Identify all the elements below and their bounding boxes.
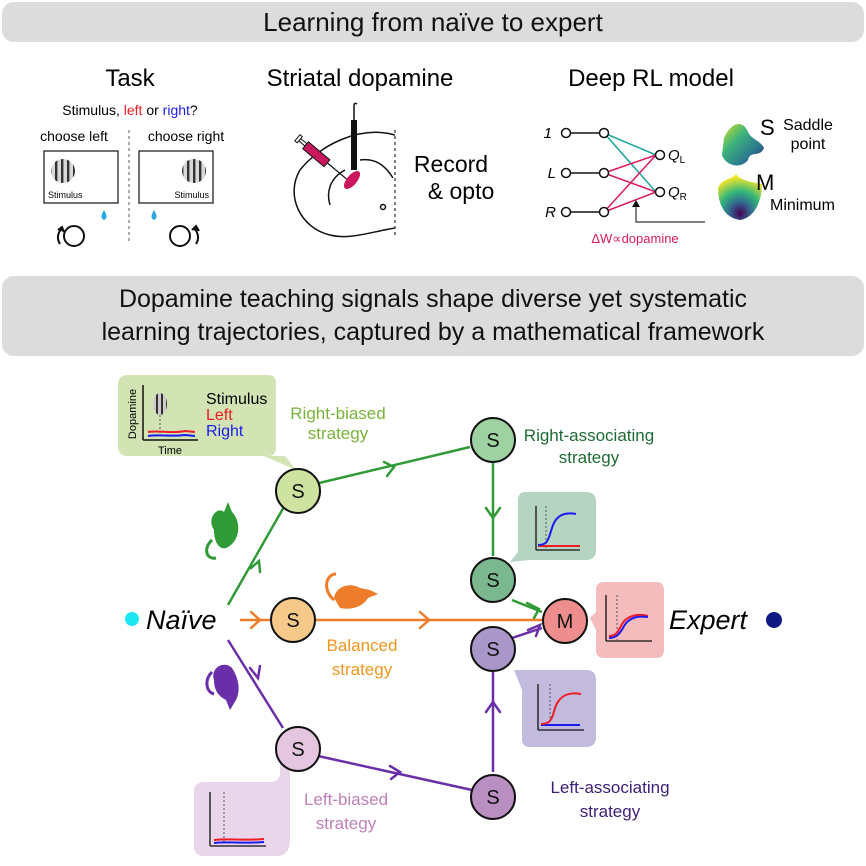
saddle-label-2: point — [791, 136, 826, 153]
grating-stimulus-icon — [182, 159, 206, 183]
subheader-banner: Dopamine teaching signals shape diverse … — [2, 276, 864, 356]
dopamine-panel-title: Striatal dopamine — [267, 65, 454, 92]
stimulus-label: Stimulus — [174, 190, 209, 200]
saddle-surface-icon — [722, 124, 764, 166]
left-associating-label: Left-associating — [550, 778, 669, 797]
right-biased-label-2: strategy — [308, 424, 369, 443]
svg-text:S: S — [291, 739, 304, 761]
time-axis-label: Time — [158, 445, 182, 457]
left-biased-callout — [194, 758, 290, 856]
naive-dot — [125, 612, 139, 626]
choose-right-label: choose right — [148, 128, 224, 144]
rl-model-title: Deep RL model — [568, 65, 734, 92]
node-left-biased: S — [275, 726, 321, 772]
input-node-label: R — [545, 204, 556, 221]
q-right-label: QR — [668, 184, 687, 203]
node-left-associating: S — [470, 774, 516, 820]
node-right-associating: S — [470, 417, 516, 463]
wheel-left-icon — [56, 225, 85, 247]
svg-text:S: S — [486, 787, 499, 809]
update-rule-label: ΔW∝dopamine — [591, 231, 678, 246]
naive-label: Naïve — [146, 605, 217, 635]
left-biased-label-2: strategy — [316, 814, 377, 833]
svg-text:S: S — [286, 610, 299, 632]
right-associating-label-2: strategy — [559, 448, 620, 467]
path-right-assoc-to-minimum — [511, 598, 543, 614]
right-screen: Stimulus — [138, 150, 214, 204]
wheel-right-icon — [169, 224, 200, 247]
minimum-letter: M — [756, 170, 774, 195]
svg-text:S: S — [486, 639, 499, 661]
path-left-biased-to-left-assoc — [317, 754, 473, 792]
saddle-label: Saddle — [783, 117, 833, 134]
balanced-label: Balanced — [327, 636, 398, 655]
balanced-label-2: strategy — [332, 660, 393, 679]
network-diagram: 1 L R QL QR ΔW∝dopamine — [544, 125, 705, 246]
dopamine-axis-label: Dopamine — [127, 389, 139, 439]
legend-right: Right — [206, 423, 244, 440]
water-drop-icon — [101, 210, 107, 220]
input-node-label: L — [548, 165, 556, 182]
svg-text:M: M — [557, 611, 574, 633]
node-left-associating-upper: S — [470, 626, 516, 672]
svg-text:S: S — [486, 570, 499, 592]
header-title: Learning from naïve to expert — [263, 7, 603, 37]
choose-left-label: choose left — [40, 128, 108, 144]
expert-callout — [590, 582, 664, 658]
minimum-label: Minimum — [770, 197, 835, 214]
update-arrow — [635, 205, 705, 223]
grating-stimulus-icon — [51, 159, 75, 183]
trajectory-diagram: Dopamine Time Stimulus Left Right — [118, 375, 782, 856]
path-naive-to-right-biased — [226, 504, 287, 606]
striatum-target — [343, 170, 361, 190]
task-question: Stimulus, left or right? — [62, 102, 198, 118]
left-associating-label-2: strategy — [580, 802, 641, 821]
left-associating-callout — [514, 670, 596, 747]
node-right-associating-lower: S — [470, 557, 516, 603]
brain-slice-icon — [293, 130, 396, 238]
right-associating-label: Right-associating — [524, 426, 654, 445]
opto-label: & opto — [428, 178, 495, 204]
left-biased-label: Left-biased — [304, 790, 388, 809]
q-left-label: QL — [668, 147, 686, 166]
subheader-line-2: learning trajectories, captured by a mat… — [101, 318, 765, 346]
path-naive-to-left-biased — [226, 639, 285, 729]
legend-stimulus: Stimulus — [206, 391, 267, 408]
right-biased-callout: Dopamine Time Stimulus Left Right — [118, 375, 296, 470]
water-drop-icon — [151, 210, 157, 220]
syringe-icon — [294, 134, 348, 181]
electrode-icon — [351, 102, 358, 170]
right-biased-label: Right-biased — [290, 404, 385, 423]
grating-stimulus-icon — [153, 393, 167, 415]
node-minimum: M — [542, 598, 588, 644]
mouse-green-icon — [205, 502, 239, 560]
mouse-purple-icon — [205, 664, 239, 710]
left-screen: Stimulus — [43, 150, 119, 204]
svg-text:S: S — [486, 430, 499, 452]
record-label: Record — [414, 151, 488, 177]
stimulus-label: Stimulus — [48, 190, 83, 200]
top-panels: Task Stimulus, left or right? choose lef… — [40, 65, 835, 247]
legend-left: Left — [206, 407, 233, 424]
right-associating-callout — [510, 492, 596, 562]
task-title: Task — [105, 65, 155, 92]
input-node-label: 1 — [544, 125, 552, 142]
saddle-letter: S — [760, 115, 775, 140]
mouse-orange-icon — [325, 572, 378, 609]
expert-dot — [766, 612, 782, 628]
header-banner: Learning from naïve to expert — [2, 2, 864, 42]
node-right-biased: S — [275, 468, 321, 514]
expert-label: Expert — [669, 605, 749, 635]
subheader-line-1: Dopamine teaching signals shape diverse … — [118, 285, 748, 313]
node-balanced: S — [270, 597, 316, 643]
svg-text:S: S — [291, 481, 304, 503]
minimum-surface-icon — [718, 174, 762, 220]
